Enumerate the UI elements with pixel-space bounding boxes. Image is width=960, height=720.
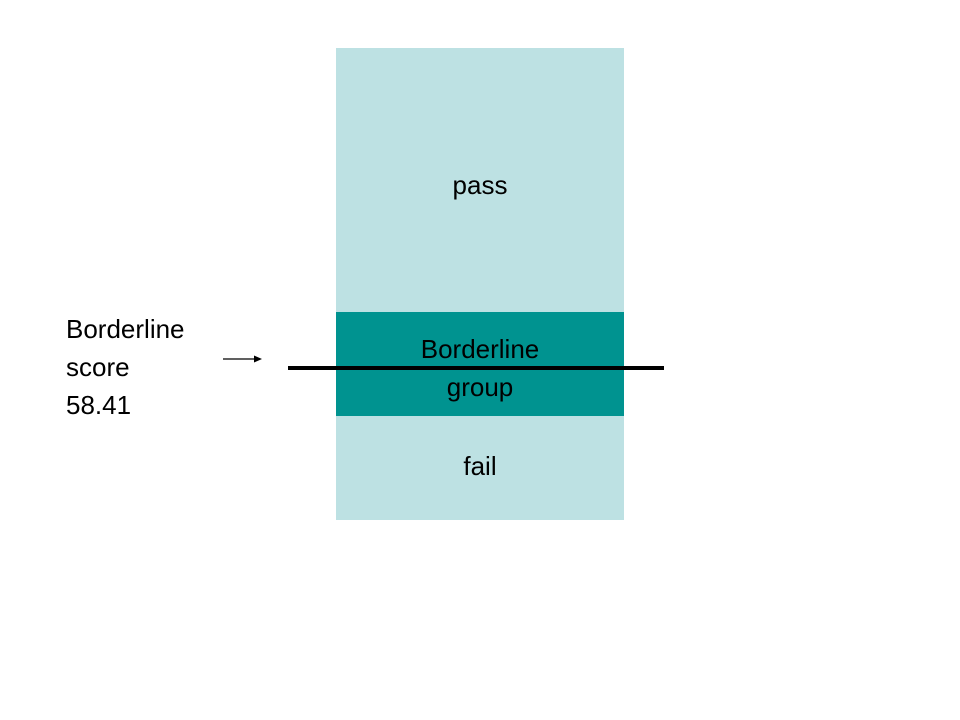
pass-band [336,48,624,312]
fail-band [336,416,624,520]
fail-label: fail [463,451,497,481]
pass-label: pass [452,170,508,200]
borderline-score-annotation: Borderline score 58.41 [66,310,185,424]
annotation-line2: score [66,352,130,382]
borderline-group-label-line1: Borderline [420,334,540,364]
borderline-group-band [336,312,624,416]
cut-score-line [288,366,664,370]
annotation-score-value: 58.41 [66,390,132,420]
borderline-group-label: Borderline group [336,330,624,406]
annotation-line1: Borderline [66,314,185,344]
borderline-group-label-line2: group [446,372,514,402]
arrow-right-icon [223,355,262,363]
